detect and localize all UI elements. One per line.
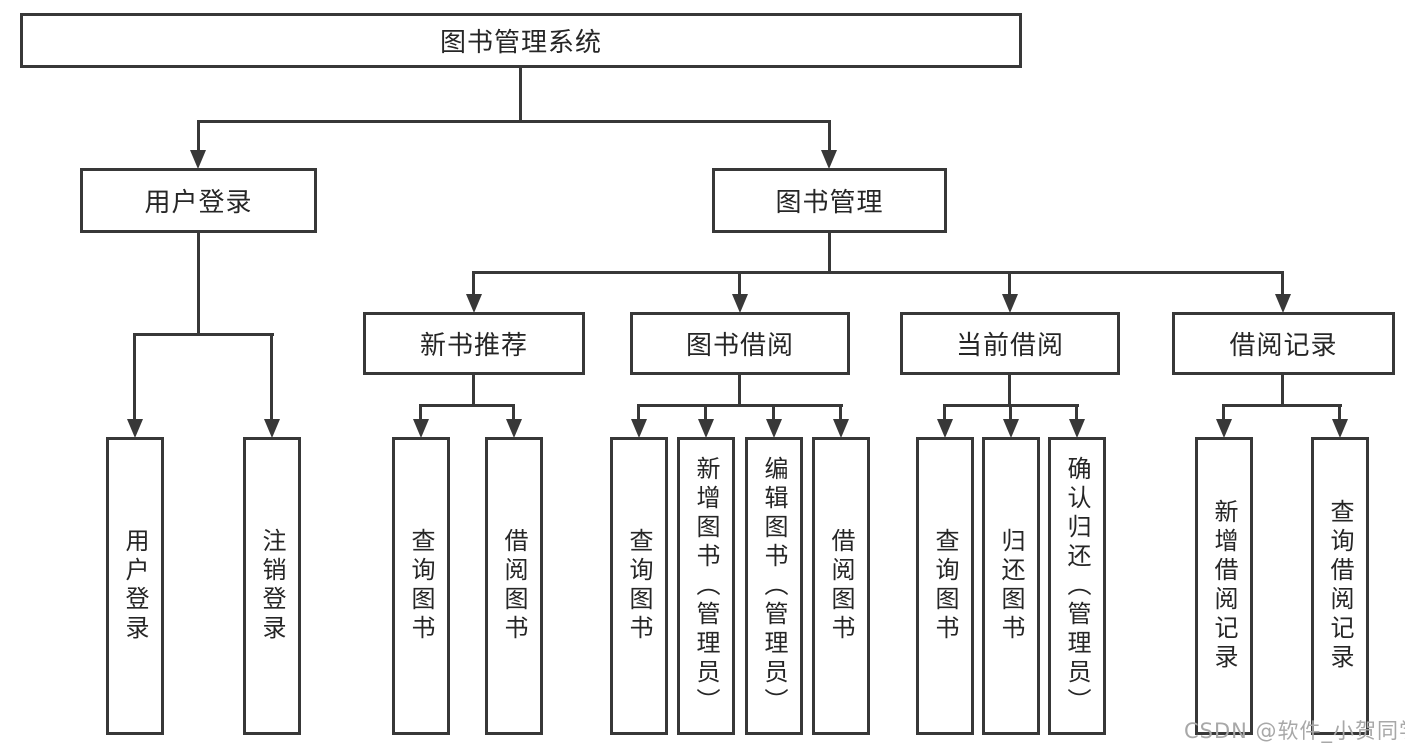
node-root-library-system: 图书管理系统 (20, 13, 1022, 68)
arrowhead-icon (698, 419, 714, 438)
connector-line (1008, 271, 1011, 297)
arrowhead-icon (631, 419, 647, 438)
connector-line (419, 404, 422, 422)
node-new-book-recommend: 新书推荐 (363, 312, 585, 375)
arrowhead-icon (1002, 294, 1018, 313)
connector-line (738, 373, 741, 407)
arrowhead-icon (766, 419, 782, 438)
connector-line (943, 404, 946, 422)
node-current-borrow: 当前借阅 (900, 312, 1120, 375)
connector-line (839, 404, 842, 422)
connector-line (1281, 271, 1284, 297)
leaf-borrow-edit-books-admin: 编辑图书（管理员） (745, 437, 803, 735)
connector-line (704, 404, 707, 422)
connector-line (1222, 404, 1225, 422)
connector-line (519, 66, 522, 123)
csdn-watermark: CSDN @软件_小贺同学 (1184, 719, 1405, 743)
connector-line (637, 404, 843, 407)
leaf-label: 注销登录 (258, 528, 286, 644)
connector-line (512, 404, 515, 422)
arrowhead-icon (466, 294, 482, 313)
arrowhead-icon (732, 294, 748, 313)
leaf-label: 查询图书 (407, 528, 435, 644)
leaf-newbook-query-books: 查询图书 (392, 437, 450, 735)
leaf-label: 新增借阅记录 (1210, 499, 1238, 673)
leaf-current-return-books: 归还图书 (982, 437, 1040, 735)
connector-line (1222, 404, 1342, 407)
connector-line (197, 120, 831, 123)
arrowhead-icon (190, 150, 206, 169)
leaf-label: 查询借阅记录 (1326, 499, 1354, 673)
leaf-borrow-add-books-admin: 新增图书（管理员） (677, 437, 735, 735)
connector-line (772, 404, 775, 422)
connector-line (1338, 404, 1341, 422)
leaf-current-query-books: 查询图书 (916, 437, 974, 735)
connector-line (828, 120, 831, 153)
connector-line (472, 271, 475, 297)
connector-line (472, 271, 1284, 274)
connector-line (419, 404, 515, 407)
connector-line (738, 271, 741, 297)
leaf-current-confirm-return-admin: 确认归还（管理员） (1048, 437, 1106, 735)
connector-line (1009, 404, 1012, 422)
arrowhead-icon (1003, 419, 1019, 438)
leaf-label: 借阅图书 (827, 528, 855, 644)
connector-line (133, 333, 136, 421)
arrowhead-icon (833, 419, 849, 438)
arrowhead-icon (127, 419, 143, 438)
node-book-management: 图书管理 (712, 168, 947, 233)
leaf-label: 新增图书（管理员） (692, 455, 720, 717)
leaf-label: 查询图书 (625, 528, 653, 644)
leaf-user-login: 用户登录 (106, 437, 164, 735)
arrowhead-icon (413, 419, 429, 438)
leaf-label: 借阅图书 (500, 528, 528, 644)
arrowhead-icon (1216, 419, 1232, 438)
connector-line (197, 231, 200, 336)
arrowhead-icon (937, 419, 953, 438)
arrowhead-icon (506, 419, 522, 438)
arrowhead-icon (1332, 419, 1348, 438)
arrowhead-icon (1069, 419, 1085, 438)
node-user-login: 用户登录 (80, 168, 317, 233)
node-borrow-record: 借阅记录 (1172, 312, 1395, 375)
arrowhead-icon (821, 150, 837, 169)
leaf-logout: 注销登录 (243, 437, 301, 735)
leaf-label: 查询图书 (931, 528, 959, 644)
leaf-label: 确认归还（管理员） (1063, 455, 1091, 717)
arrowhead-icon (1275, 294, 1291, 313)
connector-line (1075, 404, 1078, 422)
leaf-borrow-query-books: 查询图书 (610, 437, 668, 735)
leaf-label: 编辑图书（管理员） (760, 455, 788, 717)
connector-line (828, 231, 831, 274)
connector-line (270, 333, 273, 421)
leaf-record-add-record: 新增借阅记录 (1195, 437, 1253, 735)
leaf-newbook-borrow-books: 借阅图书 (485, 437, 543, 735)
connector-line (133, 333, 274, 336)
connector-line (1008, 373, 1011, 407)
leaf-label: 归还图书 (997, 528, 1025, 644)
leaf-record-query-record: 查询借阅记录 (1311, 437, 1369, 735)
leaf-borrow-borrow-books: 借阅图书 (812, 437, 870, 735)
arrowhead-icon (264, 419, 280, 438)
connector-line (472, 373, 475, 407)
connector-line (197, 120, 200, 153)
node-book-borrow: 图书借阅 (630, 312, 850, 375)
leaf-label: 用户登录 (121, 528, 149, 644)
connector-line (1281, 373, 1284, 407)
connector-line (637, 404, 640, 422)
